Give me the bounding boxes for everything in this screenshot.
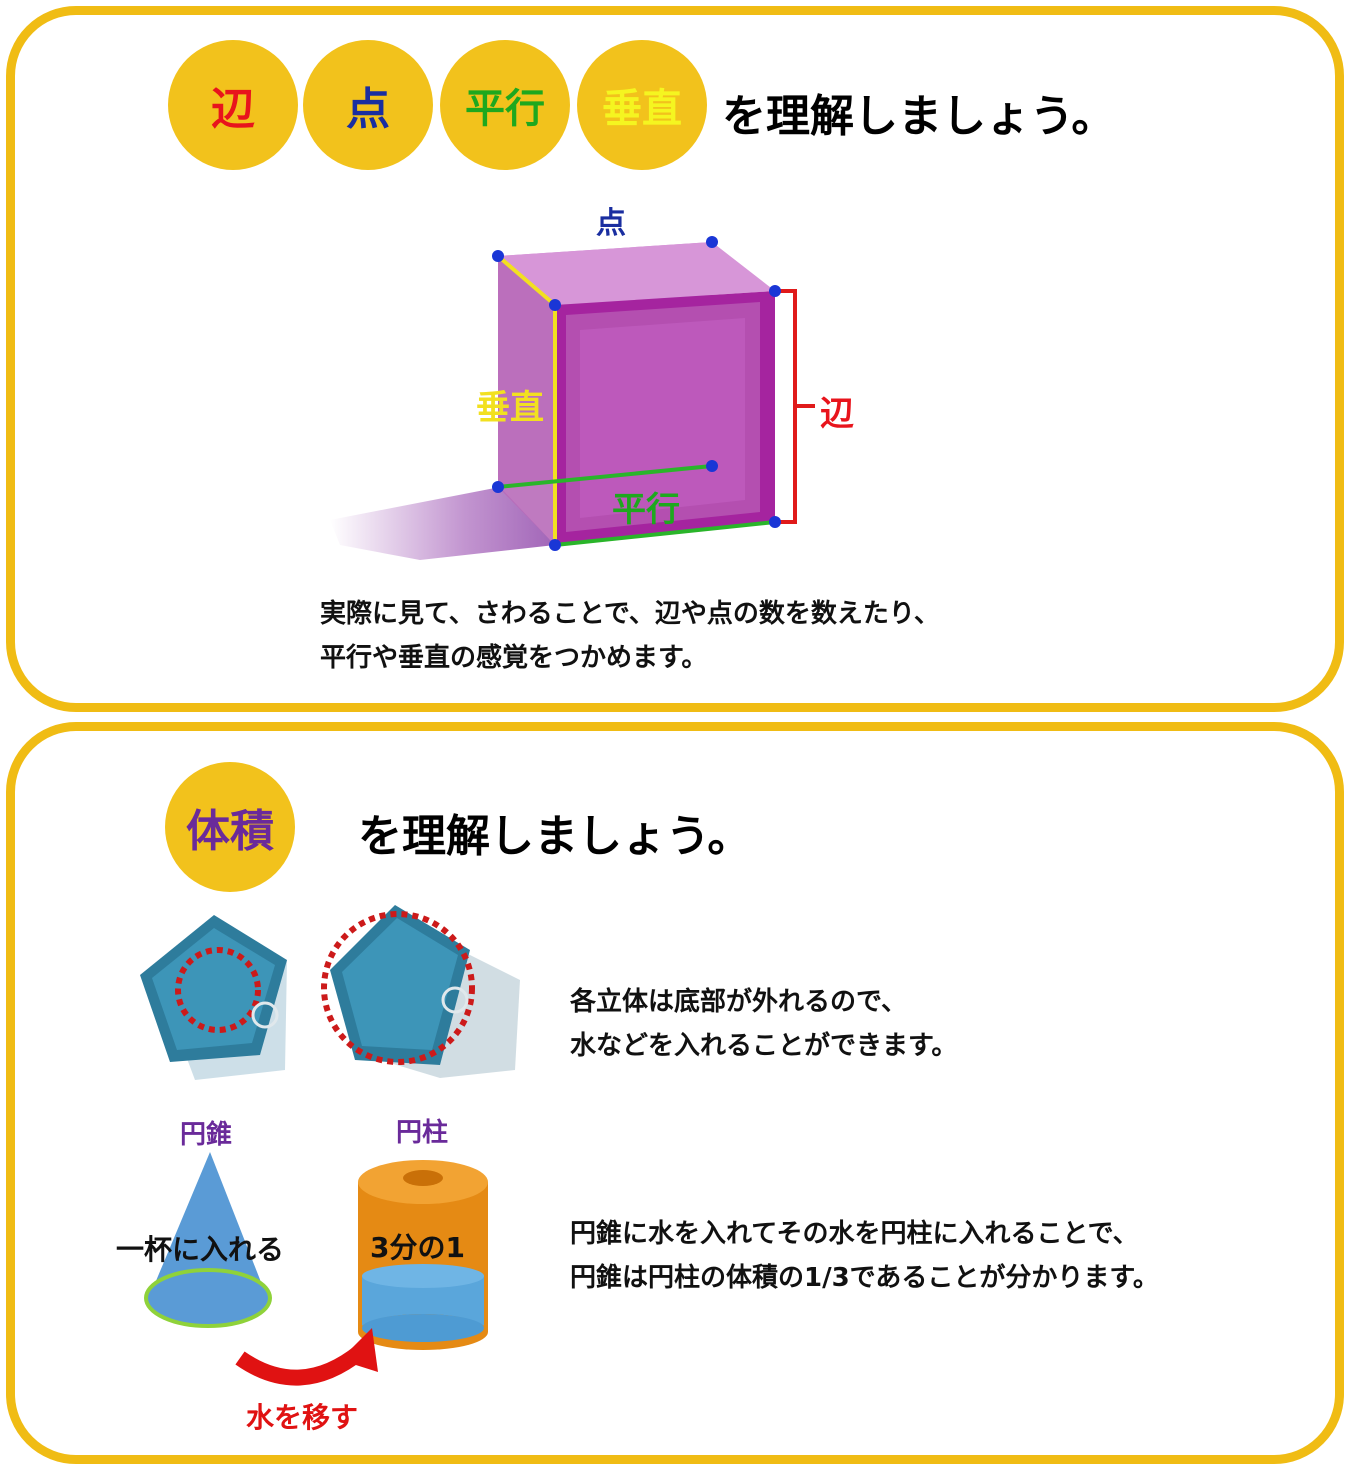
panel-volume bbox=[6, 722, 1344, 1464]
vertex-dots bbox=[492, 236, 781, 551]
badge-vertex-label: 点 bbox=[346, 84, 390, 135]
badge-parallel-label: 平行 bbox=[465, 86, 545, 132]
badge-volume: 体積 bbox=[165, 762, 295, 892]
badge-edge-label: 辺 bbox=[211, 84, 255, 135]
section1-description: 実際に見て、さわることで、辺や点の数を数えたり、 平行や垂直の感覚をつかめます。 bbox=[320, 592, 940, 680]
badge-vertex: 点 bbox=[303, 40, 433, 170]
section2-description1-line2: 水などを入れることができます。 bbox=[570, 1031, 958, 1061]
edge-perpendicular-top bbox=[496, 254, 557, 307]
cube-top-face bbox=[498, 242, 775, 305]
cone-label: 円錐 bbox=[180, 1120, 233, 1150]
cube-illustration bbox=[330, 236, 815, 560]
edge-parallel-back bbox=[497, 464, 713, 489]
section2-description1-line1: 各立体は底部が外れるので、 bbox=[570, 987, 907, 1017]
section1-description-line1: 実際に見て、さわることで、辺や点の数を数えたり、 bbox=[320, 599, 940, 629]
edge-parallel-front bbox=[554, 520, 776, 547]
cube-vertex-label: 点 bbox=[596, 206, 626, 241]
cube-edge-label: 辺 bbox=[820, 394, 854, 434]
fill-label: 一杯に入れる bbox=[116, 1233, 285, 1266]
transfer-label: 水を移す bbox=[246, 1401, 359, 1434]
large-pentagon-prism bbox=[321, 905, 520, 1078]
section1-description-line2: 平行や垂直の感覚をつかめます。 bbox=[320, 643, 708, 673]
section2-heading: を理解しましょう。 bbox=[358, 811, 752, 862]
small-pentagon-prism bbox=[140, 915, 287, 1080]
badge-perpendicular: 垂直 bbox=[577, 40, 707, 170]
cube-left-face bbox=[498, 256, 555, 545]
cube-parallel-label: 平行 bbox=[612, 490, 680, 530]
cylinder-label: 円柱 bbox=[396, 1118, 449, 1148]
badge-parallel: 平行 bbox=[440, 40, 570, 170]
cube-shadow bbox=[330, 487, 555, 560]
fraction-label: 3分の1 bbox=[370, 1231, 465, 1264]
badge-edge: 辺 bbox=[168, 40, 298, 170]
section2-description1: 各立体は底部が外れるので、 水などを入れることができます。 bbox=[570, 980, 957, 1068]
cone-shape bbox=[144, 1152, 272, 1328]
cube-perpendicular-label: 垂直 bbox=[476, 388, 544, 428]
section2-description2-line1: 円錐に水を入れてその水を円柱に入れることで、 bbox=[570, 1219, 1139, 1249]
badge-volume-label: 体積 bbox=[186, 806, 274, 857]
section1-heading: を理解しましょう。 bbox=[722, 91, 1116, 142]
badge-perpendicular-label: 垂直 bbox=[602, 86, 682, 132]
section2-description2-line2: 円錐は円柱の体積の1/3であることが分かります。 bbox=[570, 1263, 1159, 1293]
cylinder-shape bbox=[358, 1160, 488, 1350]
section2-description2: 円錐に水を入れてその水を円柱に入れることで、 円錐は円柱の体積の1/3であること… bbox=[570, 1212, 1159, 1300]
transfer-arrow bbox=[235, 1328, 378, 1386]
